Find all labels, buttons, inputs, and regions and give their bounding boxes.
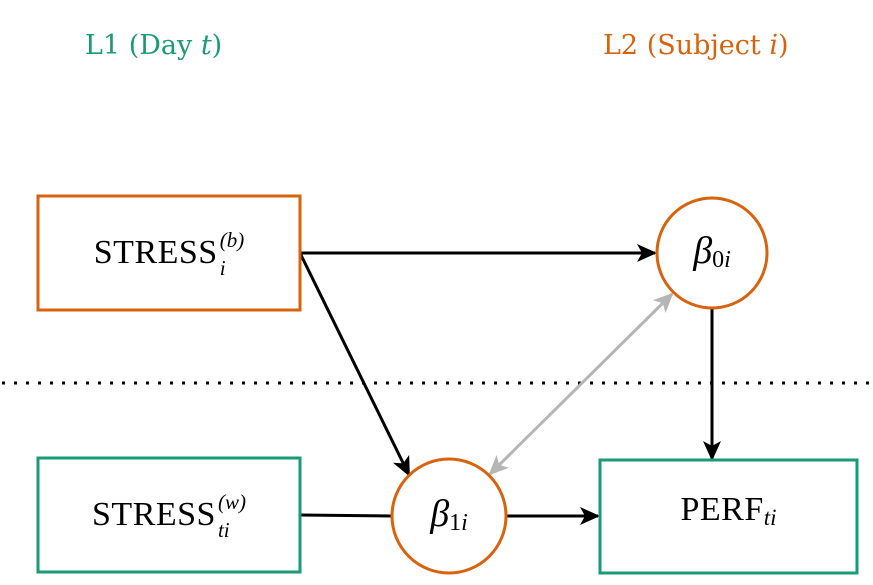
- stress-within-superscript: (w): [217, 489, 246, 514]
- beta0-subscript-var: i: [724, 246, 731, 273]
- stress-between-subscript: i: [219, 256, 226, 280]
- stress-between-superscript: (b): [219, 227, 245, 252]
- perf-subscript: ti: [763, 505, 777, 530]
- stress-within-base: STRESS: [92, 496, 216, 533]
- level-1-heading: L1 (Day t): [85, 30, 222, 61]
- stress-within-subscript: ti: [217, 518, 230, 542]
- beta1-subscript-var: i: [461, 509, 468, 536]
- node-stress-between-label: STRESS (b) i: [38, 196, 300, 310]
- node-beta1-circle[interactable]: [390, 457, 508, 575]
- node-perf-box[interactable]: [598, 458, 859, 575]
- edge-stressw-to-beta1: [299, 513, 393, 518]
- beta0-subscript-num: 0: [712, 246, 725, 273]
- node-stress-between-box[interactable]: [36, 194, 302, 312]
- edge-beta0-beta1-covariance: [488, 292, 674, 476]
- stress-between-base: STRESS: [93, 234, 218, 271]
- node-beta0-circle[interactable]: [655, 196, 769, 310]
- beta1-symbol: β: [430, 493, 450, 535]
- level-2-suffix: ): [777, 30, 789, 61]
- level-2-prefix: L2 (Subject: [603, 30, 770, 61]
- level-2-var: i: [769, 30, 778, 61]
- node-stress-within-label: STRESS (w) ti: [38, 458, 300, 572]
- beta0-symbol: β: [693, 230, 713, 272]
- level-1-prefix: L1 (Day: [85, 30, 201, 61]
- level-2-heading: L2 (Subject i): [603, 30, 789, 61]
- perf-base: PERF: [680, 491, 764, 528]
- level-1-suffix: ): [211, 30, 223, 61]
- edge-stressb-to-beta1: [298, 252, 411, 477]
- node-stress-within-box[interactable]: [36, 456, 302, 574]
- level-1-var: t: [200, 30, 212, 61]
- beta1-subscript-num: 1: [449, 509, 462, 536]
